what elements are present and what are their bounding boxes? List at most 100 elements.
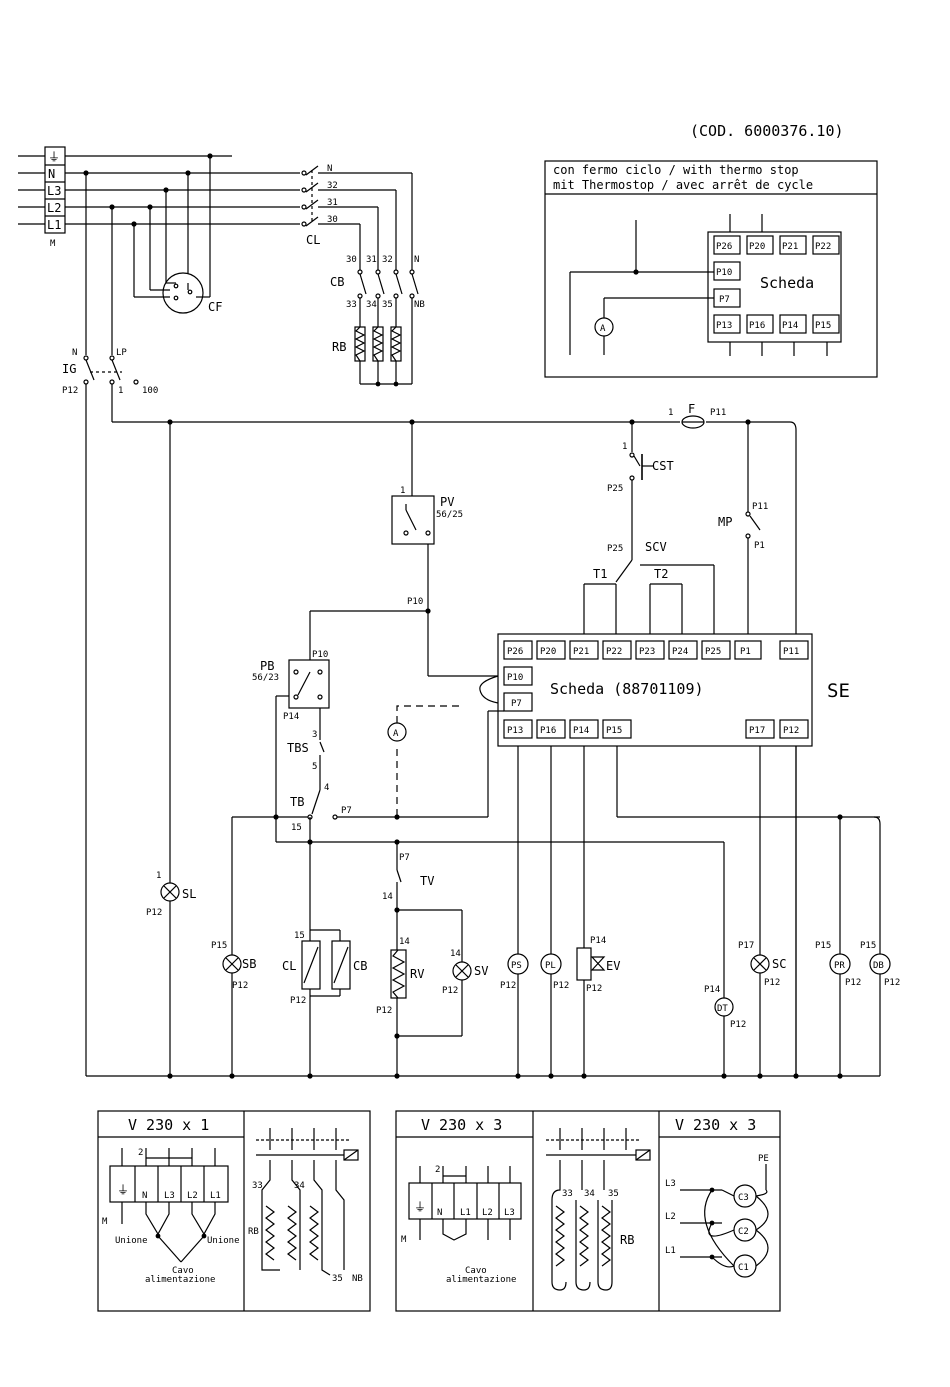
box2-alimentazione: alimentazione — [446, 1275, 516, 1285]
ig-p12: P12 — [62, 386, 78, 396]
pr-p12: P12 — [845, 978, 861, 988]
a-meter: A — [387, 705, 460, 816]
rv-p12: P12 — [376, 1006, 392, 1016]
pr-label: PR — [834, 961, 845, 971]
inset-pin: P14 — [782, 321, 798, 331]
db-p12: P12 — [884, 978, 900, 988]
terminal-l1: L1 — [47, 218, 61, 232]
pb-temp: 56/23 — [252, 673, 279, 683]
pv-p10: P10 — [407, 597, 423, 607]
box1-n: N — [142, 1191, 147, 1201]
cb-pin: 34 — [366, 300, 377, 310]
pv-label: PV — [440, 495, 454, 509]
cl-cb-coils: 15 CL CB P12 — [282, 929, 367, 1006]
board-pin: P26 — [507, 647, 523, 657]
coil-p12: P12 — [290, 996, 306, 1006]
sc-p17: P17 — [738, 941, 754, 951]
sl-lamp: SL 1 P12 — [146, 422, 196, 1076]
inset-board-label: Scheda — [760, 274, 814, 292]
inset-pin: P26 — [716, 242, 732, 252]
box1-cavo: Cavo — [172, 1266, 194, 1276]
sl-label: SL — [182, 887, 196, 901]
pb-p10: P10 — [312, 650, 328, 660]
box2-ground: ⏚ — [414, 1200, 426, 1214]
board-pin: P13 — [507, 726, 523, 736]
tv-p7: P7 — [399, 853, 410, 863]
box2-rb: RB — [620, 1233, 634, 1247]
board-pin: P16 — [540, 726, 556, 736]
motor-c2: C2 — [738, 1227, 749, 1237]
box2-2: 2 — [435, 1165, 440, 1175]
cl-label: CL — [306, 233, 320, 247]
sv-14: 14 — [450, 949, 461, 959]
sb-p12: P12 — [232, 981, 248, 991]
box2-pin33: 33 — [562, 1189, 573, 1199]
motor-c3: C3 — [738, 1193, 749, 1203]
terminal-label: M — [50, 239, 56, 249]
board-pin: P22 — [606, 647, 622, 657]
ev-p14: P14 — [590, 936, 606, 946]
supply-wiring — [65, 153, 300, 355]
inset-pin: P15 — [815, 321, 831, 331]
fuse-label: F — [688, 402, 695, 416]
sl-1: 1 — [156, 871, 161, 881]
box1-rb: RB — [248, 1227, 259, 1237]
box1-pin34: 34 — [294, 1181, 305, 1191]
sb-lamp: SB P15 P12 — [211, 941, 256, 991]
box3-l2: L2 — [665, 1212, 676, 1222]
box3-title: V 230 x 3 — [675, 1116, 756, 1134]
inset-pin: P13 — [716, 321, 732, 331]
rb-heaters: RB — [332, 326, 402, 362]
box1-pin33: 33 — [252, 1181, 263, 1191]
cf-label: CF — [208, 300, 222, 314]
mp-contact: P11 MP P1 — [718, 422, 768, 642]
wiring-box-230x1: V 230 x 1 ⏚ N L3 L2 L1 2 M Unione Unione… — [97, 1110, 371, 1312]
cb-pin: 30 — [346, 255, 357, 265]
board-label: Scheda (88701109) — [550, 680, 704, 698]
box1-alimentazione: alimentazione — [145, 1275, 215, 1285]
inset-pin: P22 — [815, 242, 831, 252]
ev-p12: P12 — [586, 984, 602, 994]
ig-1: 1 — [118, 386, 123, 396]
box1-unione2: Unione — [207, 1236, 240, 1246]
box2-m: M — [401, 1235, 407, 1245]
scv-label: SCV — [645, 540, 667, 554]
box2-n: N — [437, 1208, 442, 1218]
cst-label: CST — [652, 459, 674, 473]
inset-line2: mit Thermostop / avec arrêt de cycle — [553, 178, 813, 192]
pb-p14: P14 — [283, 712, 299, 722]
cst-contact: 1 CST P25 P25 SCV T1 T2 — [583, 422, 715, 642]
coil-cb-label: CB — [353, 959, 367, 973]
terminal-l2: L2 — [47, 201, 61, 215]
box2-title: V 230 x 3 — [421, 1116, 502, 1134]
se-board: Scheda (88701109) SE P26 P20 P21 P22 P23… — [479, 633, 850, 747]
tv-label: TV — [420, 874, 434, 888]
terminal-l3: L3 — [47, 184, 61, 198]
cb-contactor: 30 31 32 N CB 33 34 35 NB — [330, 255, 425, 387]
pl-label: PL — [545, 961, 556, 971]
ev-label: EV — [606, 959, 620, 973]
pv-temp: 56/25 — [436, 510, 463, 520]
ig-100: 100 — [142, 386, 158, 396]
t1-label: T1 — [593, 567, 607, 581]
sc-p12: P12 — [764, 978, 780, 988]
terminal-block: ⏚ N L3 L2 L1 M — [18, 146, 66, 249]
document-code: (COD. 6000376.10) — [690, 122, 844, 140]
board-pin: P1 — [740, 647, 751, 657]
coil-15: 15 — [294, 931, 305, 941]
pl-p12: P12 — [553, 981, 569, 991]
pr-p15: P15 — [815, 941, 831, 951]
rv-label: RV — [410, 967, 424, 981]
box1-nb: NB — [352, 1274, 363, 1284]
inset-pin: P16 — [749, 321, 765, 331]
board-pin: P25 — [705, 647, 721, 657]
box2-l1: L1 — [460, 1208, 471, 1218]
dt-p14: P14 — [704, 985, 720, 995]
box2-cavo: Cavo — [465, 1266, 487, 1276]
rb-label: RB — [332, 340, 346, 354]
inset-pin: P10 — [716, 268, 732, 278]
mp-p1: P1 — [754, 541, 765, 551]
rv-14: 14 — [399, 937, 410, 947]
right-loads: DT P14 P12 SC P17 P12 PR P15 P12 DB P15 … — [704, 941, 900, 1076]
cl-line-n: N — [327, 164, 332, 174]
